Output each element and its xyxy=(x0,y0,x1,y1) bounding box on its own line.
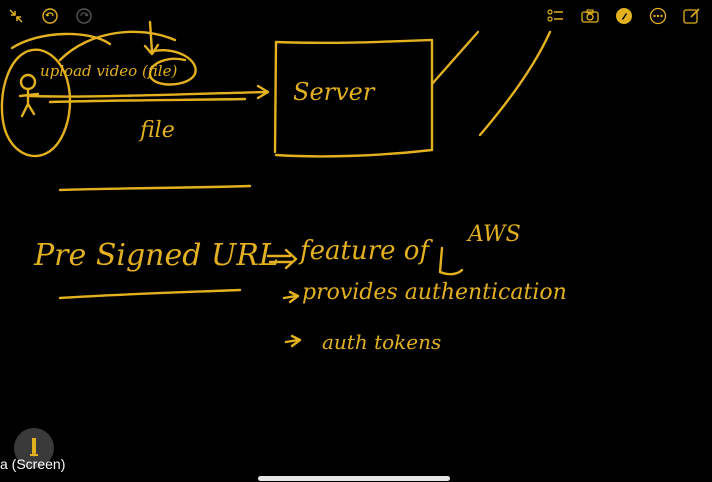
ink-down-arrow xyxy=(143,20,160,56)
ink-diagonal-2 xyxy=(478,30,552,137)
redo-icon[interactable] xyxy=(74,6,94,26)
checklist-icon[interactable] xyxy=(546,6,566,26)
ink-aws-hook xyxy=(438,246,464,276)
more-icon[interactable] xyxy=(648,6,668,26)
ink-arc-top xyxy=(10,32,112,50)
ink-arc-top-2 xyxy=(58,30,177,62)
pencil-icon xyxy=(30,438,38,457)
note-provides-authentication: provides authentication xyxy=(302,280,567,305)
camera-icon[interactable] xyxy=(580,6,600,26)
ink-arrow-to-server xyxy=(28,84,270,100)
compose-icon[interactable] xyxy=(682,6,702,26)
ink-underline-presigned xyxy=(58,288,242,300)
toolbar-right xyxy=(546,6,702,26)
ink-underline-upload xyxy=(48,97,247,104)
note-server: Server xyxy=(293,78,375,106)
note-presigned-url: Pre Signed URL xyxy=(34,238,279,273)
note-feature-of: feature of xyxy=(300,236,430,266)
ink-diagonal-1 xyxy=(430,30,480,86)
home-indicator[interactable] xyxy=(258,476,450,481)
ink-line-bottom xyxy=(58,184,252,192)
screen-share-label: a (Screen) xyxy=(0,456,66,472)
undo-icon[interactable] xyxy=(40,6,60,26)
ink-file-loop xyxy=(148,49,197,86)
collapse-icon[interactable] xyxy=(6,6,26,26)
note-aws: AWS xyxy=(468,222,521,247)
markup-pen-icon[interactable] xyxy=(614,6,634,26)
ink-circle-user xyxy=(0,48,72,158)
toolbar-left xyxy=(6,6,94,26)
ink-arrow-provides xyxy=(282,290,300,304)
stick-figure-head xyxy=(19,73,37,91)
note-auth-tokens: auth tokens xyxy=(322,330,442,354)
stick-figure-body xyxy=(18,87,40,118)
pencil-tool-button[interactable] xyxy=(14,428,54,468)
ink-arrow-tokens xyxy=(284,334,302,348)
ink-arrow-feature xyxy=(266,248,298,270)
note-upload-video: upload video (file) xyxy=(40,62,178,80)
note-file: file xyxy=(140,118,175,143)
server-box xyxy=(273,38,434,158)
